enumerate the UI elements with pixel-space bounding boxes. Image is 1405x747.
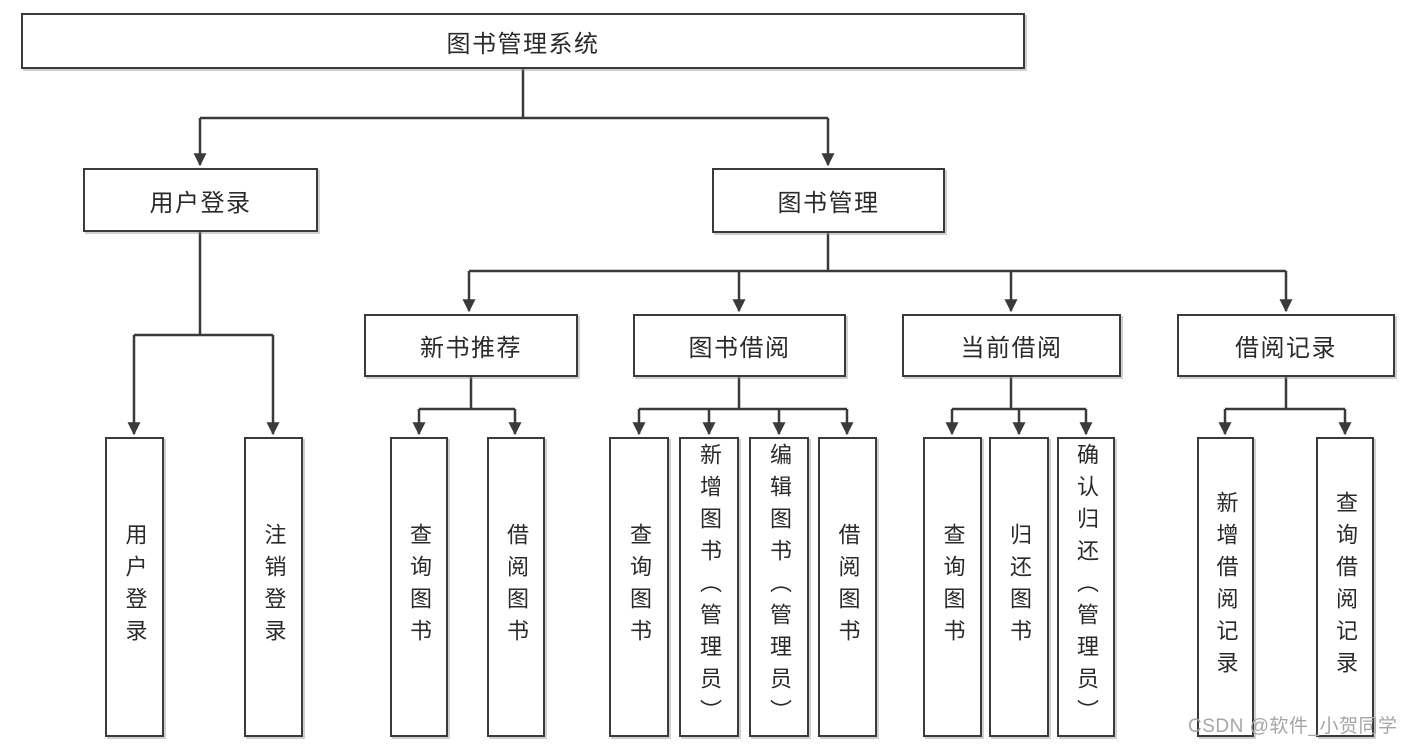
leaf-bb-borrow-books: 借阅图书 [818, 437, 877, 737]
node-new-book-recommend: 新书推荐 [364, 314, 578, 377]
leaf-br-query-record: 查询借阅记录 [1316, 437, 1374, 737]
node-label: 借阅记录 [1235, 335, 1337, 362]
node-label: 新增借阅记录 [1213, 491, 1239, 683]
leaf-bb-query-books: 查询图书 [609, 437, 669, 737]
node-label: 借阅图书 [835, 523, 861, 651]
leaf-br-add-record: 新增借阅记录 [1197, 437, 1254, 737]
node-book-management-module: 图书管理 [712, 168, 945, 233]
leaf-rec-borrow-books: 借阅图书 [487, 437, 545, 737]
node-current-borrowing: 当前借阅 [902, 314, 1121, 377]
leaf-bb-edit-books-admin: 编辑图书（管理员） [749, 437, 809, 737]
leaf-rec-query-books: 查询图书 [390, 437, 448, 737]
node-root-system: 图书管理系统 [21, 13, 1025, 69]
csdn-watermark: CSDN @软件_小贺同学 [1188, 716, 1398, 737]
node-label: 当前借阅 [960, 335, 1063, 362]
node-label: 查询借阅记录 [1333, 491, 1358, 683]
leaf-user-login: 用户登录 [105, 437, 164, 737]
node-label: 新书推荐 [420, 335, 522, 362]
node-label: 用户登录 [122, 523, 148, 651]
node-label: 查询图书 [940, 523, 966, 651]
node-label: 编辑图书（管理员） [767, 443, 792, 731]
node-label: 图书借阅 [688, 335, 791, 362]
node-book-borrowing: 图书借阅 [633, 314, 846, 377]
node-label: 注销登录 [261, 523, 287, 651]
node-label: 查询图书 [407, 523, 432, 651]
node-borrowing-records: 借阅记录 [1177, 314, 1395, 377]
leaf-bb-add-books-admin: 新增图书（管理员） [679, 437, 739, 737]
node-label: 归还图书 [1007, 523, 1032, 651]
leaf-cb-query-books: 查询图书 [923, 437, 982, 737]
node-label: 新增图书（管理员） [697, 443, 722, 731]
leaf-cb-confirm-return-admin: 确认归还（管理员） [1057, 437, 1115, 737]
leaf-logout: 注销登录 [244, 437, 303, 737]
node-label: 图书管理系统 [446, 30, 600, 58]
node-label: 借阅图书 [504, 523, 529, 651]
node-label: 用户登录 [149, 189, 252, 217]
node-label: 图书管理 [777, 190, 880, 217]
node-user-login-module: 用户登录 [83, 168, 318, 232]
leaf-cb-return-books: 归还图书 [989, 437, 1049, 737]
node-label: 确认归还（管理员） [1074, 443, 1099, 731]
node-label: 查询图书 [627, 523, 652, 651]
connector-rails [134, 69, 1345, 411]
